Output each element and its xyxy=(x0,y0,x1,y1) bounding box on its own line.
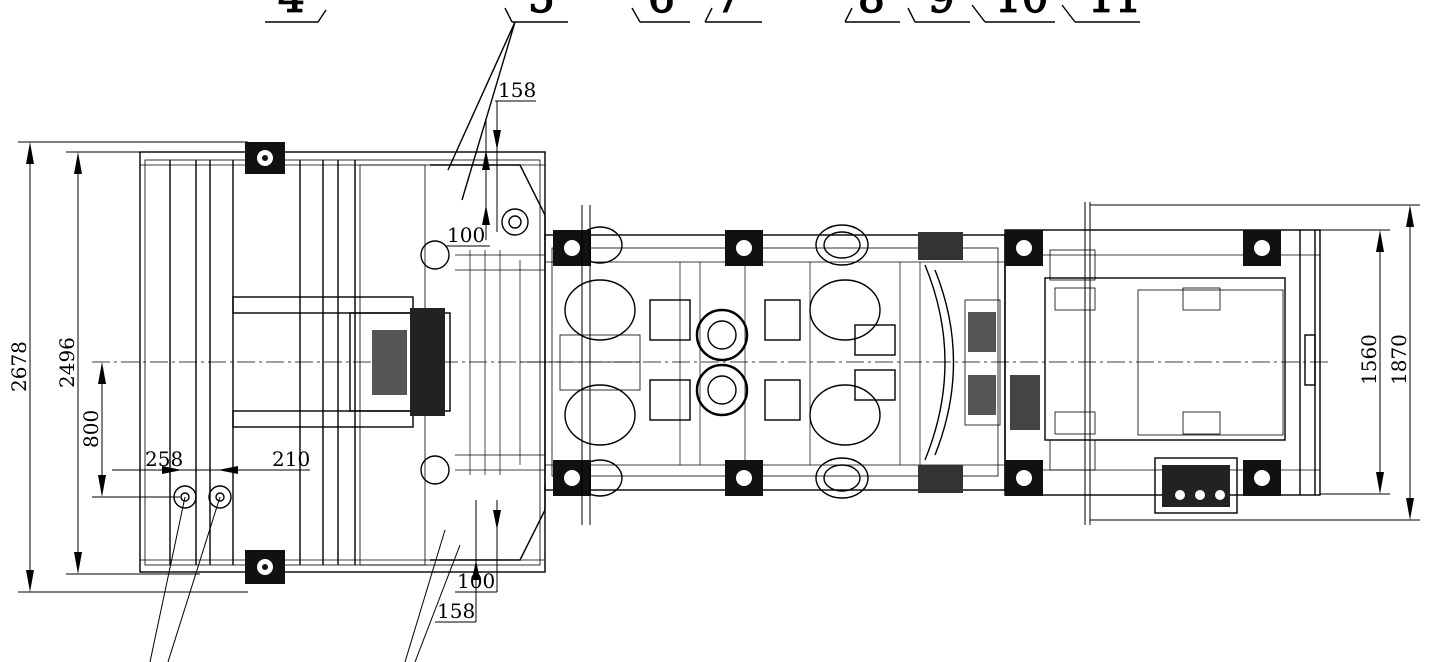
callout-5: 5 xyxy=(528,0,555,22)
dim-rear-outer: 1870 xyxy=(1387,334,1411,385)
dim-frame-width: 2496 xyxy=(55,337,79,388)
callout-7: 7 xyxy=(715,0,742,22)
callout-4: 4 xyxy=(278,0,305,22)
dim-offset-top: 158 xyxy=(498,78,536,102)
dim-hole-spacing-a: 258 xyxy=(145,447,183,471)
dim-center-offset: 800 xyxy=(79,410,103,448)
top-small-dimensions: 158 100 100 158 xyxy=(435,78,536,623)
callout-9: 9 xyxy=(928,0,955,22)
callout-group: 4 5 6 7 8 9 10 11 xyxy=(265,0,1142,201)
bottom-leaders xyxy=(149,496,461,662)
dim-gap-top: 100 xyxy=(447,223,485,247)
callout-10: 10 xyxy=(995,0,1048,22)
callout-11: 11 xyxy=(1088,0,1141,22)
dim-rear-inner: 1560 xyxy=(1357,334,1381,385)
rear-frame xyxy=(1004,202,1321,525)
callout-6: 6 xyxy=(648,0,675,22)
engine-block xyxy=(455,205,1006,525)
dim-offset-bottom: 158 xyxy=(437,599,475,623)
dim-hole-spacing-b: 210 xyxy=(272,447,310,471)
left-dimensions: 2678 2496 800 258 210 xyxy=(7,141,1330,593)
dim-overall-width: 2678 xyxy=(7,341,31,392)
front-frame xyxy=(139,142,546,584)
callout-8: 8 xyxy=(858,0,885,22)
right-dimensions: 1870 1560 xyxy=(1090,204,1420,521)
